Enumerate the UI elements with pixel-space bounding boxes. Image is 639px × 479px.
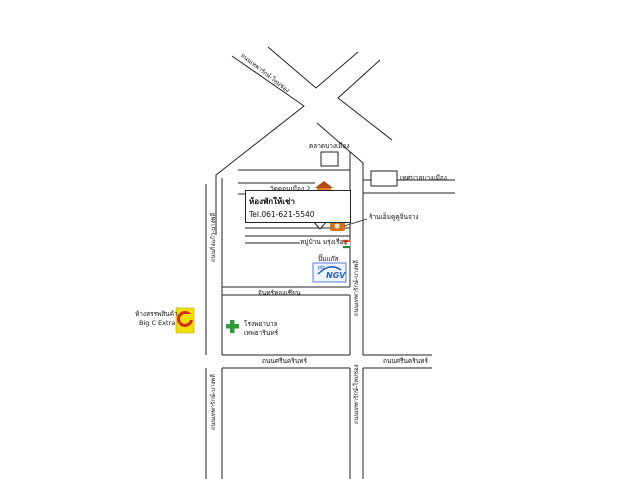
place-label-school: จันทร์ทองเชียน [258,289,301,297]
rooms-phone: Tel.061-621-5540 [249,210,315,219]
place-label-big-c-line2: Big C Extra [139,319,176,327]
seven-eleven-icon [342,239,351,249]
road-label-right-vertical-upper: ถนนเทพารักษ์-บางพลี [353,260,360,316]
seven-eleven-text: 7 [344,240,349,247]
place-label-7-eleven: ปั๊มแก๊ส [318,255,339,263]
road-label-right-vertical-lower: ถนนเทพารักษ์-ใหม่ช่อง [353,364,360,424]
road-lines [205,46,455,479]
road-label-horizontal-left: ถนนศรีนครินทร์ [262,357,307,365]
restaurant-icon [330,222,345,231]
road-label-left-vertical-lower: ถนนเทพารักษ์-บางพลี [210,374,217,430]
place-label-big-c-line1: ห้างสรรพสินค้า [135,310,178,318]
diagonal-road-edge-a [215,55,305,235]
place-label-hospital-line1: โรงพยาบาล [244,320,278,328]
rooms-name: ห้องพักให้เช่า [249,197,295,206]
place-label-village-soi: หมู่บ้าน มรุ่งเรือง [300,238,347,246]
diagonal-road-edge-d [337,59,393,141]
hospital-cross-icon [226,320,239,333]
diagonal-road-edge-b [267,46,359,89]
place-label-market: ตลาดบางเมือง [309,142,350,150]
place-label-restaurant: ร้านเอ็มคูคูจิ่นจ่าง [369,213,419,221]
big-c-logo-icon [175,307,195,334]
road-label-horizontal-right: ถนนศรีนครินทร์ [383,357,428,365]
district-office-building [370,170,398,187]
ngv-ptt-text: ptt [318,265,326,271]
diagonal-road-edge-c [316,122,364,182]
ngv-station-icon [312,262,347,283]
road-label-left-vertical-upper: ถนนกิ่งแก้ว-บางพลี [210,212,217,262]
place-label-village-2: วัดดอนเมือง 2 [270,185,311,193]
rooms-info-box: ห้องพักให้เช่า Tel.061-621-5540 [245,190,351,223]
market-building [320,151,339,167]
place-label-hospital-line2: เทพธารินทร์ [244,329,279,337]
place-label-district-office: เทศบาลบางเมือง [400,174,447,182]
ngv-brand-text: NGV [326,271,346,280]
restaurant-leader-line [343,218,368,227]
